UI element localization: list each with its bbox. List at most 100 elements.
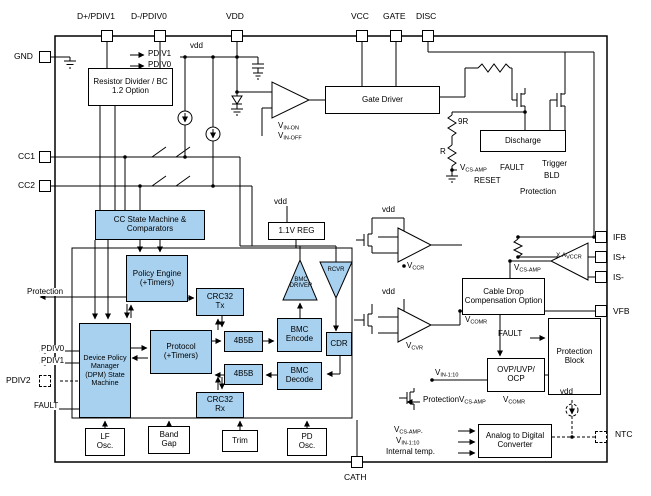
vcs-amp-minus-label: VCS-AMP- bbox=[394, 425, 423, 436]
pin-ifb bbox=[595, 231, 607, 243]
pin-gate bbox=[390, 30, 402, 42]
internal-temp-label: Internal temp. bbox=[386, 447, 435, 456]
block-cable-drop: Cable Drop Compensation Option bbox=[462, 278, 545, 315]
protection-label-left: Protection bbox=[26, 287, 65, 296]
block-resistor-divider: Resistor Divider / BC 1.2 Option bbox=[88, 68, 173, 106]
fault-label-left: FAULT bbox=[33, 401, 60, 410]
vdd-compa-label: vdd bbox=[382, 205, 395, 214]
vcs-amp-label-bottom: VCS-AMP bbox=[459, 395, 486, 406]
vcs-amp-label-sense: VCS-AMP bbox=[514, 263, 541, 274]
block-policy-engine: Policy Engine (+Timers) bbox=[126, 255, 188, 302]
vdd-ntc-label: vdd bbox=[560, 387, 573, 396]
block-1v1-reg: 1.1V REG bbox=[268, 222, 325, 240]
pin-label-vfb: VFB bbox=[613, 306, 630, 316]
pin-label-is-plus: IS+ bbox=[613, 252, 626, 262]
pin-is-minus bbox=[595, 271, 607, 283]
pin-label-gnd: GND bbox=[14, 51, 33, 61]
pin-label-dplus: D+/PDIV1 bbox=[77, 11, 116, 21]
block-cc-state-machine: CC State Machine & Comparators bbox=[95, 210, 205, 240]
block-trim: Trim bbox=[222, 430, 258, 452]
pin-label-dminus: D-/PDIV0 bbox=[131, 11, 167, 21]
junction-dots bbox=[123, 55, 596, 439]
fault-label-protection-block: FAULT bbox=[498, 329, 523, 338]
current-sense-amp-icon bbox=[549, 242, 589, 281]
pin-label-disc: DISC bbox=[416, 11, 437, 21]
digital-enclosure bbox=[71, 247, 353, 419]
vin-110-label-ovp: VIN-1:10 bbox=[434, 368, 460, 379]
block-protection-block: Protection Block bbox=[548, 318, 601, 395]
bld-label: BLD bbox=[544, 171, 560, 180]
pin-label-cc1: CC1 bbox=[18, 151, 36, 161]
protection-label-bottom: Protection bbox=[423, 395, 460, 404]
block-pd-osc: PD Osc. bbox=[287, 428, 327, 456]
trigger-label: Trigger bbox=[542, 159, 568, 168]
vcomr-label-vfb: VCOMR bbox=[464, 315, 489, 326]
pin-cc2 bbox=[39, 180, 51, 192]
chip-outline bbox=[54, 35, 608, 463]
block-gate-driver: Gate Driver bbox=[325, 86, 440, 114]
block-adc: Analog to Digital Converter bbox=[478, 424, 552, 458]
pin-vfb bbox=[595, 305, 607, 317]
vcvr-label: VCVR bbox=[406, 341, 423, 352]
vin-110-label-adc: VIN-1:10 bbox=[396, 436, 420, 447]
vcs-amp-label-discharge: VCS-AMP bbox=[460, 163, 487, 174]
pin-is-plus bbox=[595, 251, 607, 263]
block-crc32-tx: CRC32 Tx bbox=[196, 288, 244, 316]
fault-label-discharge: FAULT bbox=[500, 163, 525, 172]
block-crc32-rx: CRC32 Rx bbox=[196, 392, 244, 418]
pdiv0-arrow-label: PDIV0 bbox=[148, 60, 172, 69]
pin-gnd bbox=[39, 51, 51, 63]
pin-label-vcc: VCC bbox=[351, 11, 369, 21]
block-band-gap: Band Gap bbox=[148, 426, 190, 454]
pdiv1-arrow-label: PDIV1 bbox=[148, 49, 172, 58]
pdiv1-label-left: PDIV1 bbox=[40, 356, 66, 365]
pin-vcc bbox=[356, 30, 368, 42]
reset-label: RESET bbox=[474, 176, 501, 185]
pin-label-is-minus: IS- bbox=[613, 272, 624, 282]
vcomr-label-bottom: VCOMR bbox=[503, 395, 526, 406]
vdd-reg-label: vdd bbox=[274, 197, 287, 206]
pin-label-pdiv2: PDIV2 bbox=[6, 375, 31, 385]
block-protocol: Protocol (+Timers) bbox=[150, 330, 212, 374]
vccr-label: VCCR bbox=[407, 261, 425, 272]
rcvr-label: RCVR bbox=[327, 267, 345, 273]
pin-disc bbox=[422, 30, 434, 42]
rcvr-triangle bbox=[319, 261, 353, 300]
block-4b5b-tx: 4B5B bbox=[224, 331, 263, 352]
vin-off-label: VIN-OFF bbox=[278, 131, 302, 142]
pin-label-cc2: CC2 bbox=[18, 180, 36, 190]
pin-ntc bbox=[595, 431, 607, 443]
block-discharge: Discharge bbox=[480, 130, 566, 152]
pin-vdd bbox=[231, 30, 243, 42]
bmc-driver-triangle bbox=[282, 258, 318, 301]
pin-label-cath: CATH bbox=[344, 472, 367, 482]
pin-label-ntc: NTC bbox=[615, 429, 633, 439]
pin-dplus-pdiv1 bbox=[101, 30, 113, 42]
pdiv0-label-left: PDIV0 bbox=[40, 344, 66, 353]
pin-cc1 bbox=[39, 151, 51, 163]
current-source-icon bbox=[205, 126, 221, 142]
block-dpm: Device Policy Manager (DPM) State Machin… bbox=[79, 323, 131, 418]
resistor-symbols bbox=[447, 63, 524, 258]
pin-cath bbox=[351, 456, 363, 468]
bmc-driver-label: BMC DRIVER bbox=[289, 277, 313, 290]
zener-diode-icon bbox=[231, 95, 243, 105]
block-cdr: CDR bbox=[326, 332, 352, 356]
vccr-comparator-icon bbox=[397, 227, 433, 263]
pin-pdiv2 bbox=[39, 375, 51, 387]
block-4b5b-rx: 4B5B bbox=[224, 364, 263, 385]
current-source-icon bbox=[177, 110, 193, 126]
pin-label-gate: GATE bbox=[383, 11, 406, 21]
vcvr-comparator-icon bbox=[397, 307, 433, 343]
resistor-9r-label: 9R bbox=[458, 117, 469, 126]
ntc-current-source-icon bbox=[565, 403, 579, 417]
protection-label-discharge: Protection bbox=[520, 187, 557, 196]
vdd-compb-label: vdd bbox=[382, 287, 395, 296]
pin-label-ifb: IFB bbox=[613, 232, 627, 242]
x-avccr-label: X AVCCR bbox=[556, 252, 582, 261]
vdd-net-label: vdd bbox=[190, 41, 203, 50]
resistor-r-label: R bbox=[440, 147, 446, 156]
pin-dminus-pdiv0 bbox=[154, 30, 166, 42]
